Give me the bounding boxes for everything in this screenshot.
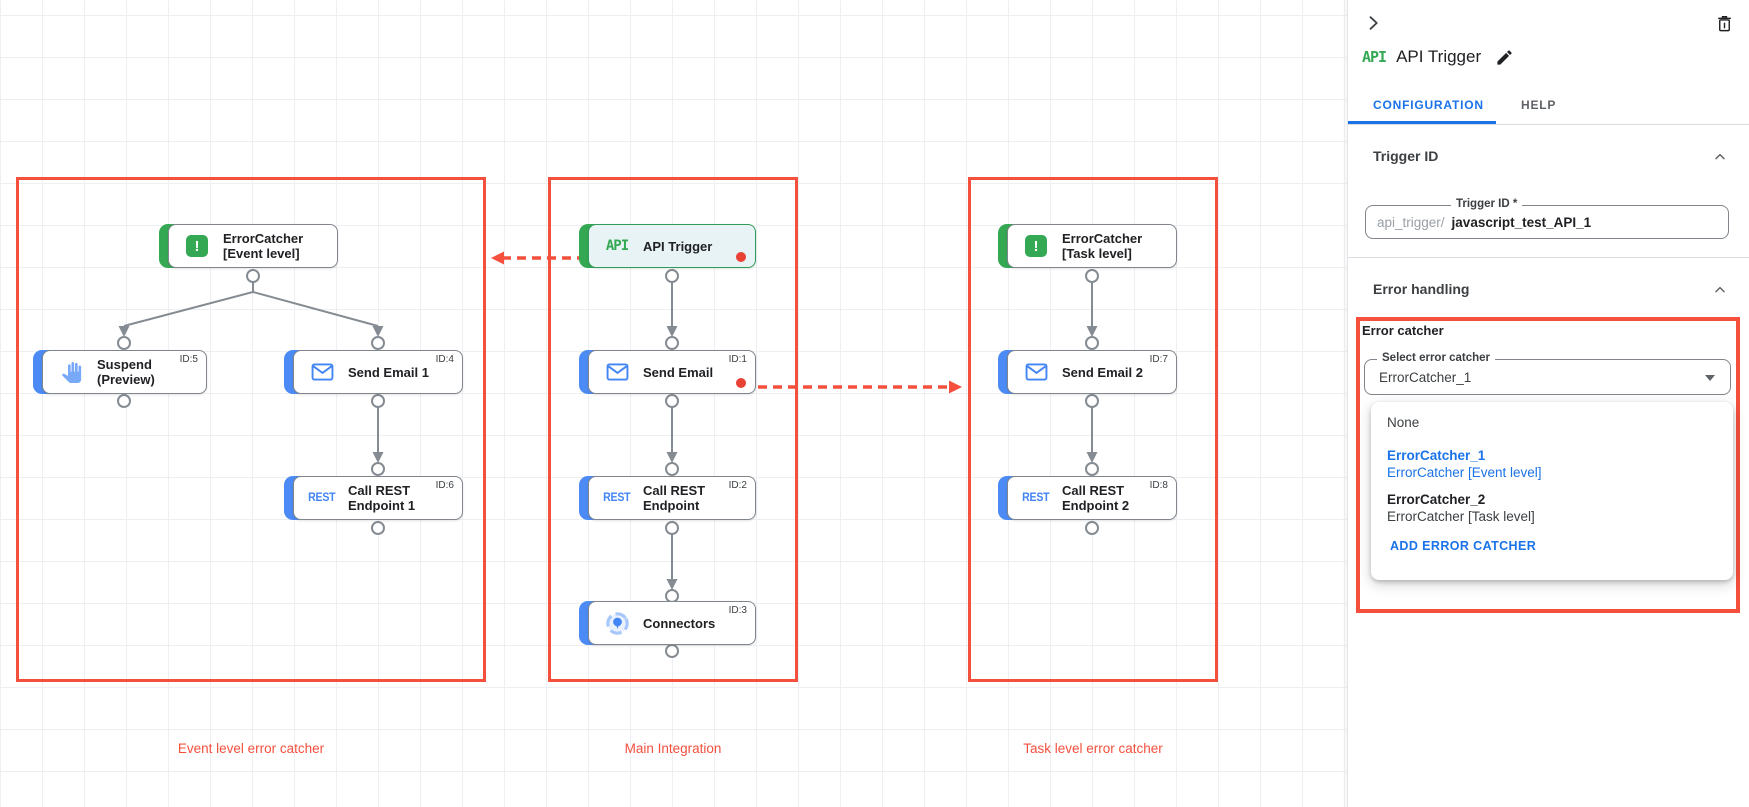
error-catcher-label: Error catcher [1362,323,1444,338]
group-box-main-integration [548,177,798,682]
caption-event-level: Event level error catcher [177,741,325,756]
api-trigger-icon: API [1362,48,1387,66]
task-id-badge: ID:2 [728,480,747,491]
select-error-catcher-value: ErrorCatcher_1 [1379,369,1472,385]
trigger-id-value[interactable]: javascript_test_API_1 [1451,214,1592,230]
node-send-email-1[interactable]: Send Email 1 ID:4 [284,350,463,394]
error-link-dot [736,378,746,388]
email-icon [305,363,339,381]
group-box-event-level [16,177,486,682]
collapse-section-icon[interactable] [1707,277,1733,303]
section-error-handling: Error handling [1373,281,1470,297]
divider [1348,257,1749,258]
dropdown-caret-icon [1705,375,1715,381]
task-id-badge: ID:7 [1149,354,1168,365]
rest-icon: REST [308,492,336,504]
task-id-badge: ID:6 [435,480,454,491]
integration-canvas[interactable]: ! ErrorCatcher[Event level] Suspend(Prev… [0,0,1347,807]
dropdown-option-errorcatcher-1-desc[interactable]: ErrorCatcher [Event level] [1387,465,1542,480]
caption-task-level: Task level error catcher [1023,741,1163,756]
node-send-email[interactable]: Send Email ID:1 [579,350,756,394]
trigger-id-prefix: api_trigger/ [1377,214,1445,230]
api-trigger-icon: API [605,238,629,254]
error-link-dot [736,252,746,262]
collapse-section-icon[interactable] [1707,144,1733,170]
active-tab-indicator [1348,121,1496,124]
node-api-trigger[interactable]: API API Trigger [579,224,756,268]
node-errorcatcher-task[interactable]: ! ErrorCatcher[Task level] [998,224,1177,268]
caption-main-integration: Main Integration [624,741,722,756]
email-icon [1019,363,1053,381]
dropdown-option-errorcatcher-2-desc[interactable]: ErrorCatcher [Task level] [1387,509,1535,524]
error-catcher-dropdown: None ErrorCatcher_1 ErrorCatcher [Event … [1371,402,1733,580]
divider [1348,124,1749,125]
node-connectors[interactable]: Connectors ID:3 [579,601,756,645]
suspend-hand-icon [54,361,88,383]
node-send-email-2[interactable]: Send Email 2 ID:7 [998,350,1177,394]
edit-title-button[interactable] [1491,44,1517,70]
node-errorcatcher-event[interactable]: ! ErrorCatcher[Event level] [159,224,338,268]
delete-trigger-button[interactable] [1711,10,1737,36]
select-error-catcher-label: Select error catcher [1377,352,1496,364]
add-error-catcher-button[interactable]: ADD ERROR CATCHER [1390,539,1537,553]
task-id-badge: ID:5 [179,354,198,365]
group-box-task-level [968,177,1218,682]
task-id-badge: ID:1 [728,354,747,365]
error-catcher-highlight-box [1356,317,1740,613]
node-suspend[interactable]: Suspend(Preview) ID:5 [33,350,207,394]
trigger-id-field[interactable]: Trigger ID * api_trigger/ javascript_tes… [1365,198,1729,239]
email-icon [600,363,634,381]
panel-title: API Trigger [1396,47,1482,66]
task-id-badge: ID:3 [728,605,747,616]
trigger-id-field-label: Trigger ID * [1451,198,1523,210]
section-trigger-id: Trigger ID [1373,148,1439,164]
task-id-badge: ID:8 [1149,480,1168,491]
tab-configuration[interactable]: CONFIGURATION [1373,98,1484,112]
rest-icon: REST [603,492,631,504]
select-error-catcher[interactable]: Select error catcher ErrorCatcher_1 [1364,352,1731,395]
tab-help[interactable]: HELP [1521,98,1557,112]
error-catcher-icon: ! [186,235,208,257]
task-id-badge: ID:4 [435,354,454,365]
dropdown-option-errorcatcher-2[interactable]: ErrorCatcher_2 [1387,492,1486,507]
collapse-panel-button[interactable] [1360,10,1386,36]
error-catcher-icon: ! [1025,235,1047,257]
config-panel: API API Trigger CONFIGURATION HELP Trigg… [1347,0,1749,807]
rest-icon: REST [1022,492,1050,504]
dropdown-option-errorcatcher-1[interactable]: ErrorCatcher_1 [1387,448,1486,463]
connectors-icon [600,611,634,636]
dropdown-option-none[interactable]: None [1387,415,1420,430]
